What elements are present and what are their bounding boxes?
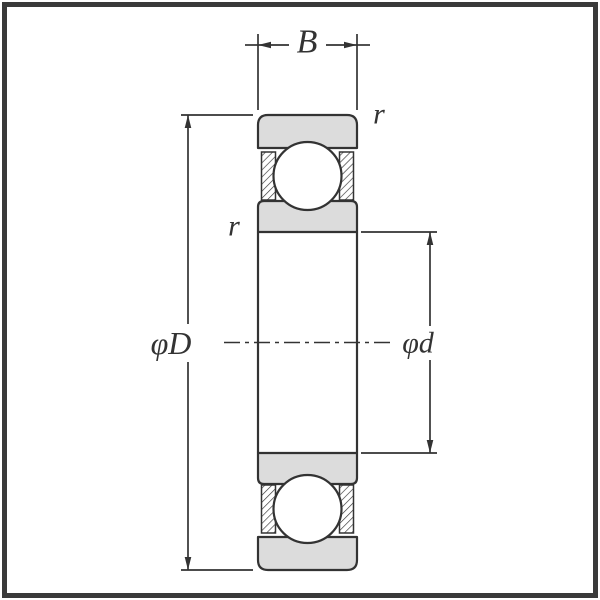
- label-mask: [289, 24, 326, 60]
- ball-bottom: [272, 473, 343, 545]
- bore-diameter-label: φd: [402, 327, 435, 360]
- inner-ring-bottom: [256, 451, 359, 486]
- outer-ring-bottom: [256, 535, 359, 572]
- label-mask: [394, 326, 442, 360]
- chamfer-label-outer: r: [373, 98, 385, 131]
- dimension-outer-diameter: φD: [144, 114, 253, 571]
- outer-ring-top: [256, 113, 359, 150]
- chamfer-label-inner: r: [228, 210, 240, 243]
- label-mask: [144, 324, 198, 362]
- ball-top: [272, 140, 343, 212]
- bearing-section: [256, 113, 359, 572]
- dimension-bore-diameter: φd: [361, 231, 442, 454]
- width-label: B: [297, 24, 318, 61]
- inner-ring-top: [256, 199, 359, 234]
- outer-diameter-label: φD: [151, 325, 192, 361]
- dimension-width-B: B: [245, 24, 370, 110]
